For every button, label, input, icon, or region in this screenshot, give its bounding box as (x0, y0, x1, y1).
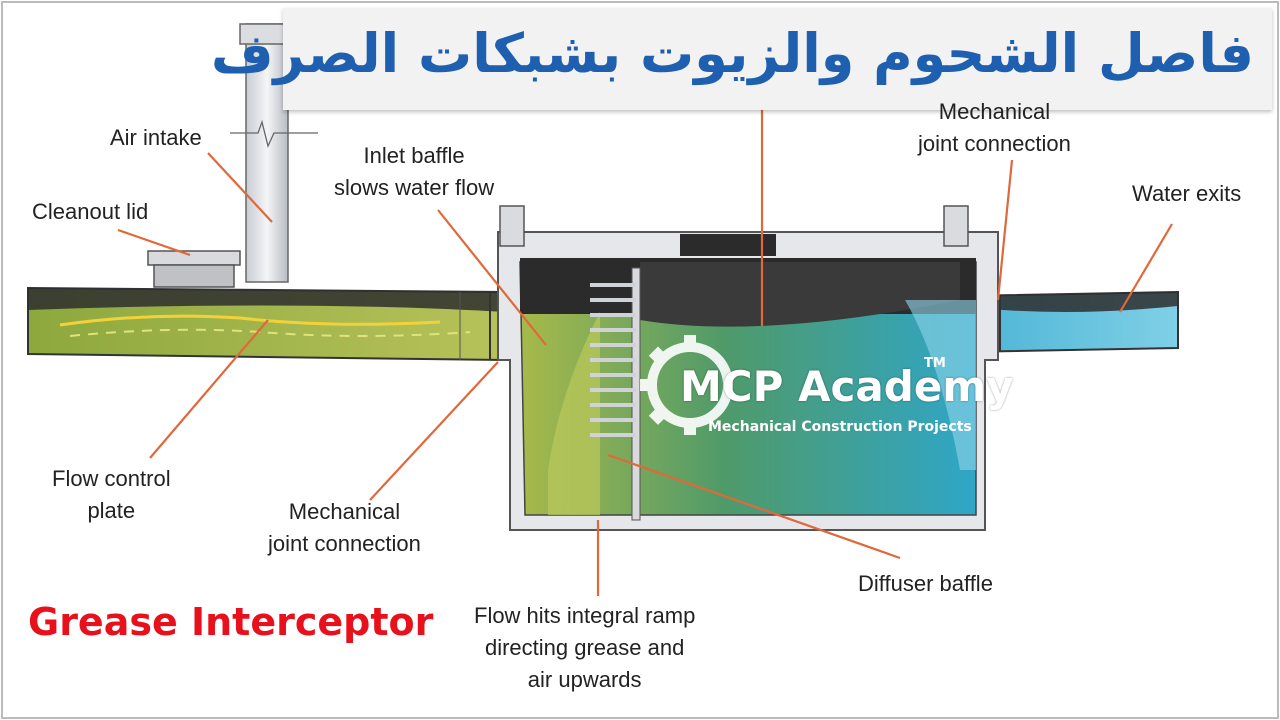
logo-tagline: Mechanical Construction Projects (708, 419, 972, 435)
leader-cleanout-lid (117, 228, 191, 257)
label-mechanical-joint-bottom: Mechanical joint connection (268, 499, 421, 556)
page-title: فاصل الشحوم والزيوت بشبكات الصرف (210, 22, 1254, 85)
label-diffuser-baffle: Diffuser baffle (858, 571, 993, 596)
mcp-gear-logo (640, 335, 733, 435)
leader-mechanical-joint-bottom (369, 361, 499, 501)
label-water-exits: Water exits (1132, 181, 1242, 206)
logo-name: MCP Academy (680, 362, 1014, 411)
label-cleanout-lid: Cleanout lid (32, 199, 149, 224)
leader-air-intake (207, 152, 273, 223)
caption-grease-interceptor: Grease Interceptor (28, 600, 434, 644)
air-intake-pipe (230, 23, 318, 283)
leader-flow-control-plate (149, 319, 269, 459)
label-mechanical-joint-top: Mechanical joint connection (918, 99, 1071, 156)
diffuser-grille (590, 283, 636, 437)
label-flow-control-plate: Flow control plate (52, 466, 171, 523)
leader-diffuser-baffle (607, 453, 901, 560)
title-banner: فاصل الشحوم والزيوت بشبكات الصرف (211, 8, 1272, 110)
label-flow-hits-ramp: Flow hits integral ramp directing grease… (474, 603, 696, 692)
leader-water-exits (1119, 223, 1173, 313)
interceptor-tank (497, 205, 999, 531)
logo-trademark: TM (924, 356, 946, 371)
cleanout-lid-shape (147, 250, 241, 288)
label-air-intake: Air intake (110, 125, 202, 150)
leader-lines (117, 110, 1173, 596)
leader-mechanical-joint-top (996, 159, 1014, 301)
inlet-pipe (27, 286, 506, 362)
label-inlet-baffle: Inlet baffle slows water flow (334, 143, 495, 200)
leader-inlet-baffle (437, 209, 547, 346)
